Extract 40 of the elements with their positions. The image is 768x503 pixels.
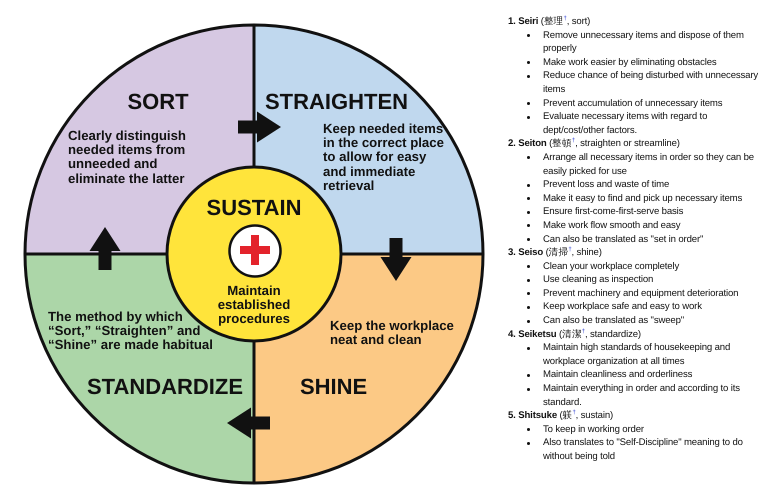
step-description: Keep the workplace neat and clean <box>330 319 455 348</box>
list-item: Maintain everything in order and according to its standard. <box>525 382 760 410</box>
step-description: Maintain established procedures <box>216 284 292 327</box>
list-item: Remove unnecessary items and dispose of them properly <box>525 28 760 56</box>
list-item: Make work flow smooth and easy <box>525 218 760 232</box>
step-title: STANDARDIZE <box>87 374 244 400</box>
step-title: SUSTAIN <box>206 195 302 221</box>
list-item: Can also be translated as "set in order" <box>525 232 760 246</box>
step-title: SORT <box>126 89 190 115</box>
section-heading: 2. Seiton (整頓$^{†}$, straighten or streamline) <box>508 137 680 151</box>
list-item: Maintain cleanliness and orderliness <box>525 368 760 382</box>
list-item: Maintain high standards of housekeeping and workplace organization at all times <box>525 341 760 368</box>
list-item: Ensure first-come-first-serve basis <box>525 205 760 219</box>
arrow <box>238 112 281 142</box>
list-item: Make work easier by eliminating obstacles <box>525 56 760 70</box>
step-description: The method by which “Sort,” “Straighten” and “Shine” are made habitual <box>48 310 214 353</box>
arrow <box>90 227 120 270</box>
section-heading: 1. Seiri (整理$^{†}$, sort) <box>508 15 590 29</box>
list-item: Clean your workplace completely <box>525 260 760 274</box>
list-item: To keep in working order <box>525 422 760 436</box>
list-item: Arrange all necessary items in order so they can be easily picked for use <box>525 150 760 178</box>
step-title: STRAIGHTEN <box>265 89 408 115</box>
section-heading: 5. Shitsuke (躾$^{†}$, sustain) <box>508 409 614 423</box>
list-item: Make it easy to find and pick up necessary items <box>525 192 760 206</box>
list-item: Evaluate necessary items with regard to dept/cost/other factors. <box>525 110 760 138</box>
arrow <box>380 238 412 281</box>
arrow <box>227 408 270 438</box>
step-description: Clearly distinguish needed items from unneeded and eliminate the latter <box>68 129 187 186</box>
list-item: Use cleaning as inspection <box>525 273 760 287</box>
list-item: Prevent loss and waste of time <box>525 178 760 192</box>
list-item: Can also be translated as "sweep" <box>525 314 760 328</box>
step-title: SHINE <box>300 374 368 400</box>
list-item: Reduce chance of being disturbed with unnecessary items <box>525 69 760 97</box>
step-description: Keep needed items in the correct place to allow for easy and immediate retrieval <box>323 122 445 194</box>
list-item: Also translates to "Self-Discipline" meaning to do without being told <box>525 436 760 464</box>
list-item: Prevent machinery and equipment deterioration <box>525 286 760 300</box>
section-heading: 3. Seiso (清掃$^{†}$, shine) <box>508 246 602 260</box>
list-item: Keep workplace safe and easy to work <box>525 300 760 314</box>
section-heading: 4. Seiketsu (清潔$^{†}$, standardize) <box>508 328 641 342</box>
list-item: Prevent accumulation of unnecessary items <box>525 96 760 110</box>
